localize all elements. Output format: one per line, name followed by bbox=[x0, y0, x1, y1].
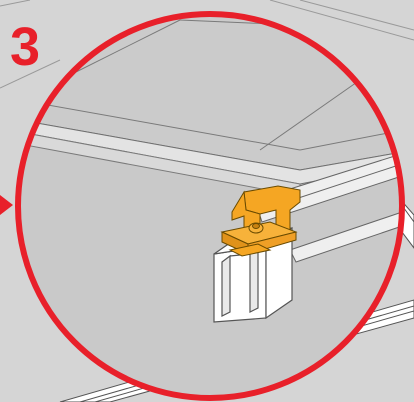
outside-panel-lines bbox=[0, 0, 414, 89]
zoom-circle bbox=[15, 11, 405, 401]
step-number: 3 bbox=[10, 17, 40, 77]
clamp-icon bbox=[220, 185, 301, 257]
bolt-icon bbox=[248, 222, 264, 234]
triangle-pointer-icon bbox=[0, 195, 13, 215]
